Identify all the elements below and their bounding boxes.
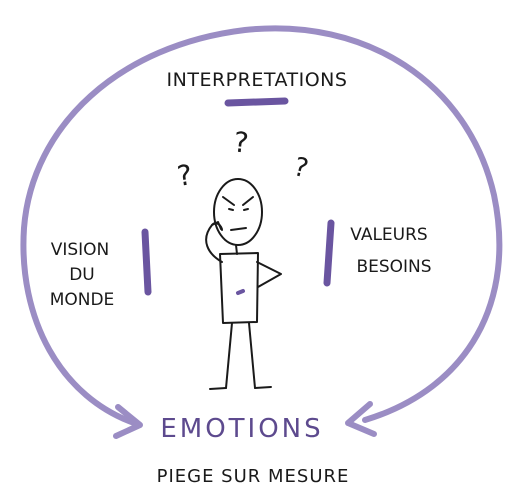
question-mark-left: ?	[175, 158, 194, 193]
marker-bar-right	[323, 219, 335, 287]
label-vision-line3: MONDE	[50, 290, 115, 310]
question-mark-center: ?	[232, 125, 250, 159]
caption-piege-sur-mesure: PIEGE SUR MESURE	[157, 466, 350, 487]
label-interpretations: INTERPRETATIONS	[167, 69, 348, 91]
figure-foot-right	[254, 386, 272, 389]
figure-neck	[235, 244, 238, 255]
cycle-arrow-path	[20, 25, 503, 427]
figure-hand-left	[211, 221, 222, 230]
figure-leg-left	[225, 322, 233, 389]
label-vision-line1: VISION	[51, 240, 110, 260]
thinking-person-figure	[205, 178, 282, 390]
figure-eye-right	[243, 208, 249, 211]
figure-mouth	[230, 227, 247, 231]
figure-torso	[219, 252, 259, 324]
figure-eye-left	[228, 208, 234, 211]
figure-brow-left	[222, 196, 235, 206]
marker-bar-top	[224, 97, 289, 107]
figure-arm-right	[256, 261, 282, 288]
label-besoins: BESOINS	[356, 257, 431, 277]
question-mark-right: ?	[291, 152, 312, 184]
label-valeurs: VALEURS	[350, 225, 427, 245]
figure-leg-right	[248, 322, 256, 389]
cycle-arrowhead-right	[345, 401, 377, 437]
figure-foot-left	[209, 387, 227, 390]
marker-bar-left	[141, 228, 152, 296]
label-emotions: EMOTIONS	[160, 414, 323, 444]
figure-heart-mark	[236, 289, 245, 295]
figure-head	[213, 178, 263, 246]
figure-brow-right	[242, 196, 254, 206]
label-vision-line2: DU	[69, 265, 95, 285]
cycle-arrowhead-left	[113, 404, 143, 439]
